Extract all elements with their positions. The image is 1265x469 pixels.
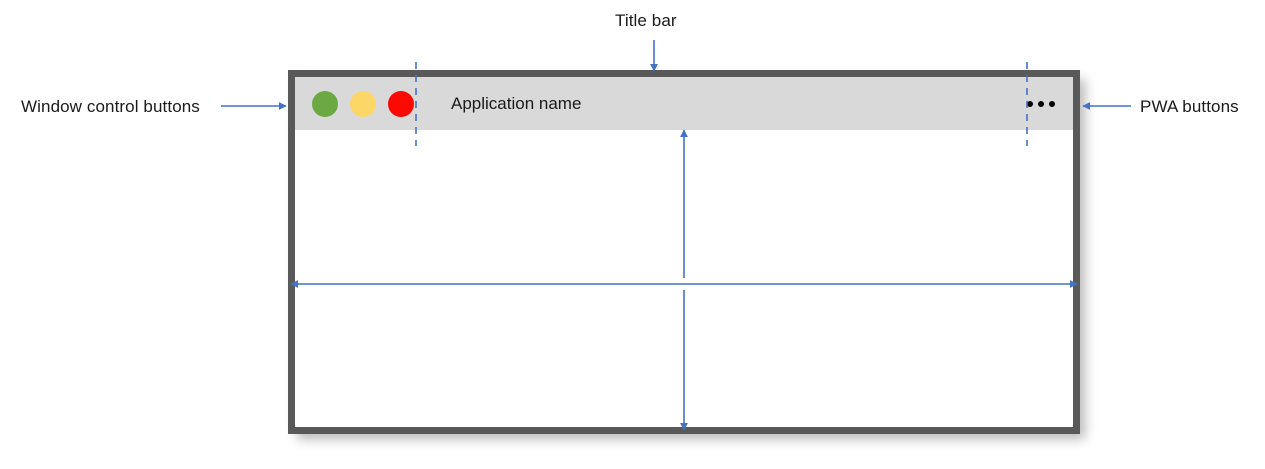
ellipsis-dot [1038, 100, 1044, 107]
annotation-pwa-buttons: PWA buttons [1140, 97, 1239, 116]
title-bar: Application name [295, 77, 1073, 130]
close-circle-icon[interactable] [388, 90, 414, 117]
window-control-buttons [312, 90, 414, 117]
pwa-ellipsis-icon[interactable] [1027, 100, 1055, 107]
application-name: Application name [451, 93, 582, 113]
annotation-window-control-buttons: Window control buttons [21, 97, 200, 116]
application-window: Application name [288, 70, 1080, 434]
ellipsis-dot [1049, 100, 1055, 107]
ellipsis-dot [1027, 100, 1033, 107]
annotation-title-bar: Title bar [615, 11, 677, 30]
minimize-circle-icon[interactable] [312, 90, 338, 117]
web-app-content-area [295, 130, 1073, 427]
maximize-circle-icon[interactable] [350, 90, 376, 117]
